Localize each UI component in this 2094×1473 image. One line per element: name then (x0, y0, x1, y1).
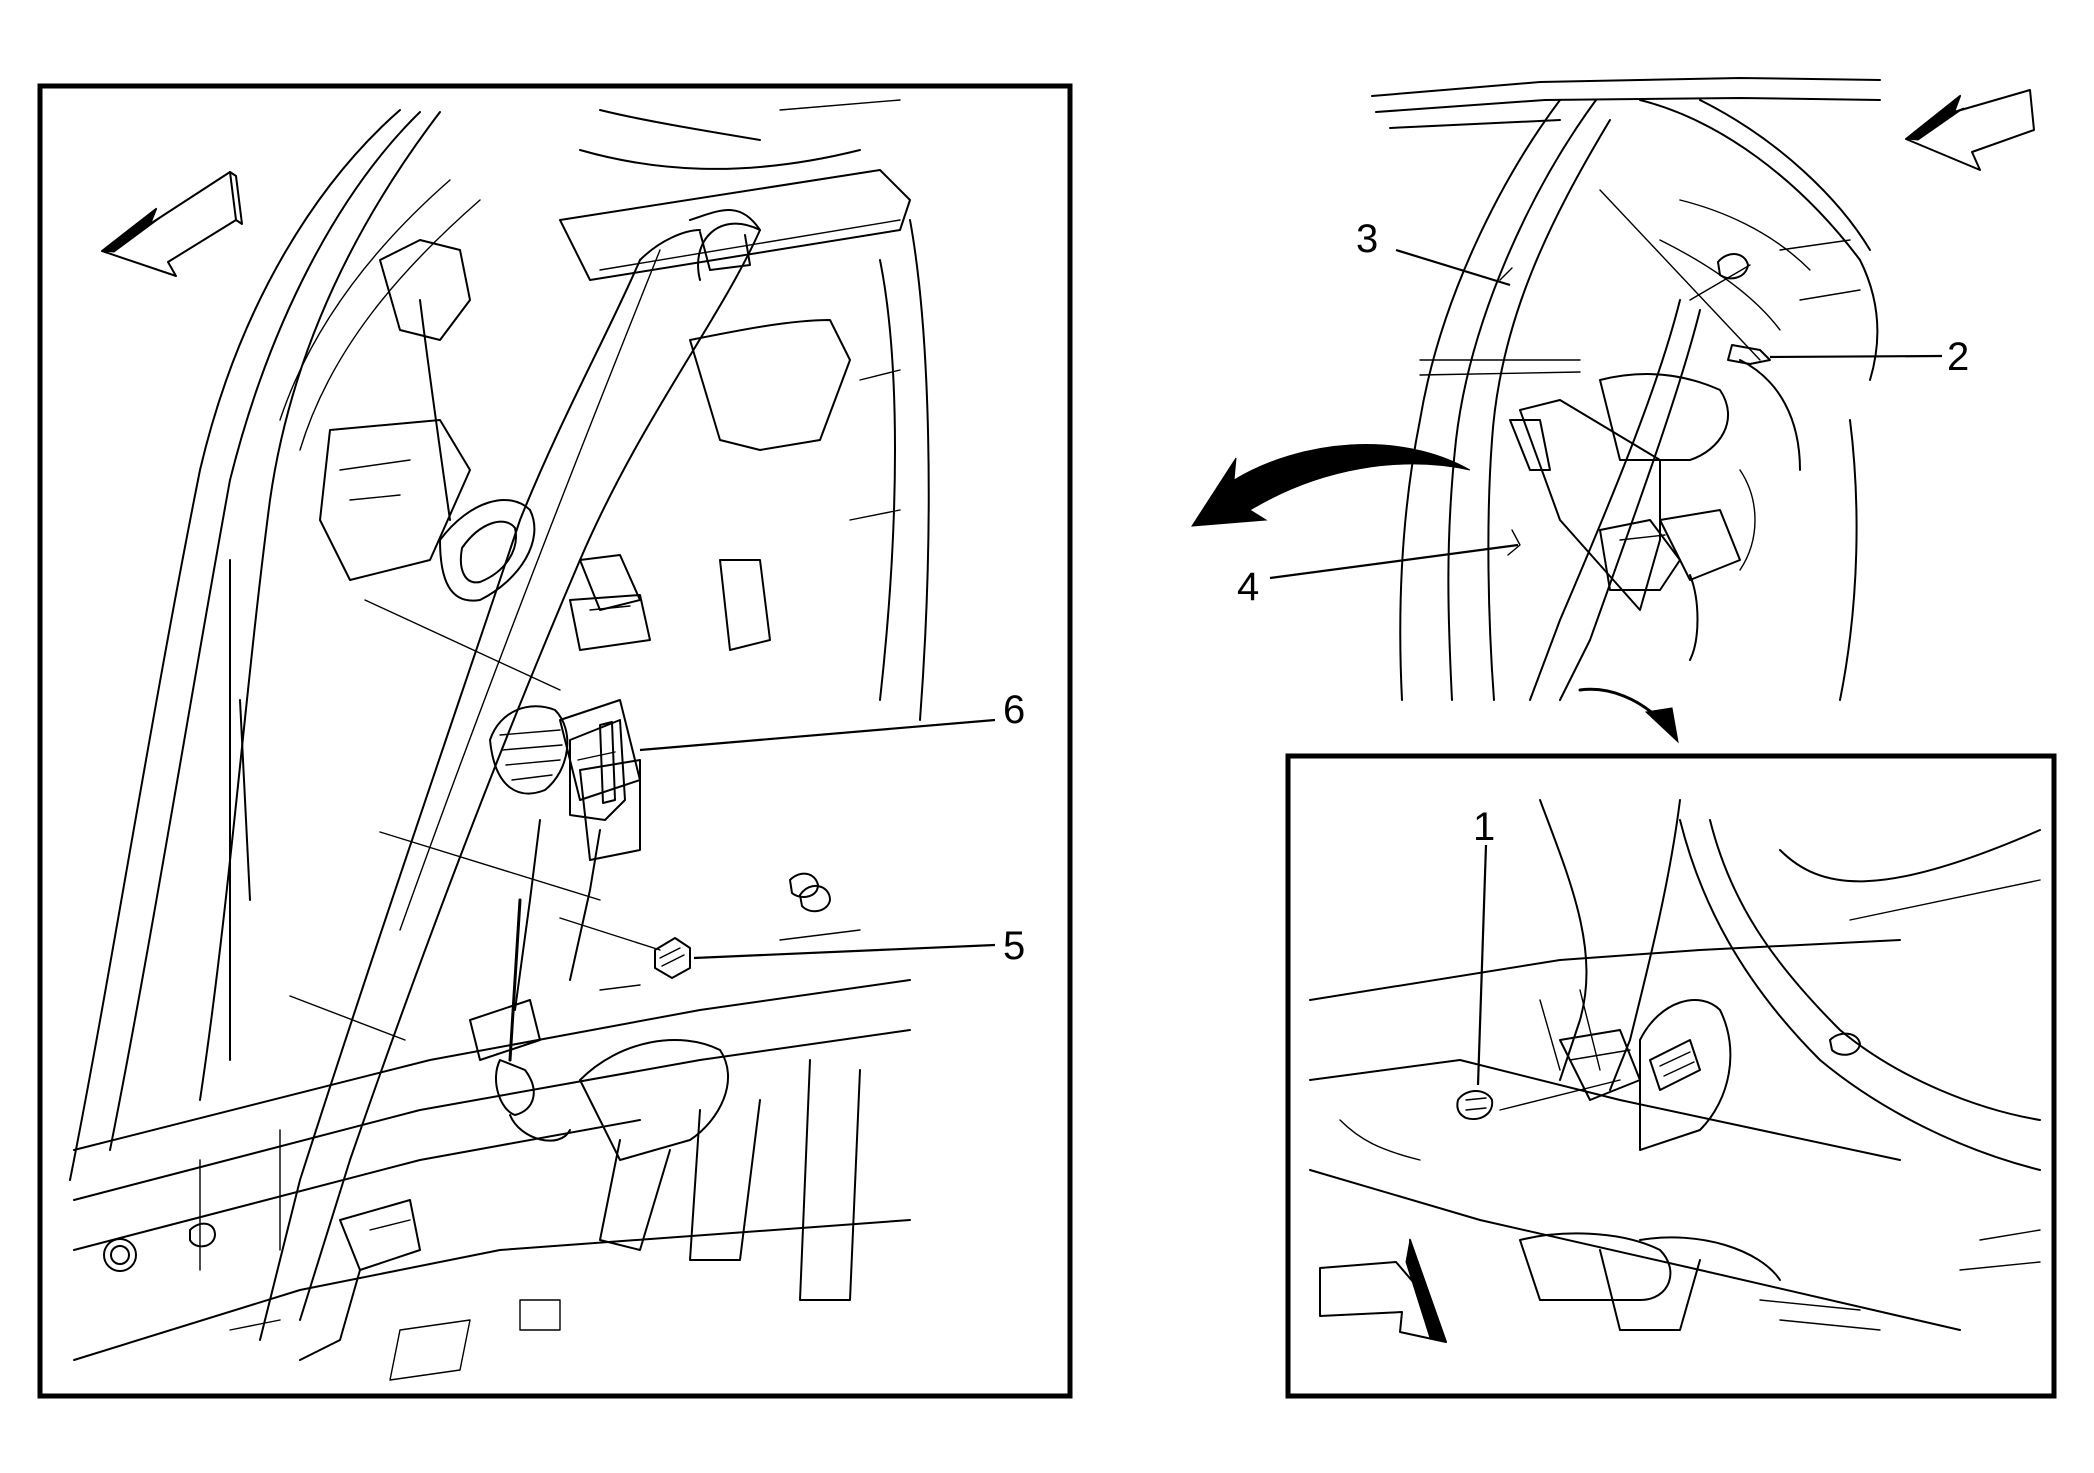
guide-bracket (569, 719, 626, 821)
lower-anchor (299, 1199, 421, 1361)
callout-5: 5 (693, 924, 1025, 968)
detail-panel: 1 (1285, 753, 2057, 1399)
callout-6-leader (639, 718, 996, 752)
callout-5-leader (693, 943, 996, 960)
callout-3-leader (1395, 248, 1511, 287)
callout-6: 6 (639, 688, 1025, 752)
d-ring-guide (569, 554, 651, 651)
inner-panel (319, 99, 930, 721)
anchor-bolt (289, 599, 831, 1041)
rotate-arrow-icon (1191, 444, 1471, 527)
callout-3: 3 (1356, 217, 1513, 287)
left-panel-frame (37, 83, 1073, 1399)
callout-4-leader (1269, 543, 1519, 580)
seat-belt-webbing (259, 209, 761, 1341)
callout-6-label: 6 (1003, 688, 1025, 732)
retractor (469, 699, 641, 1142)
upper-right-view: 2 3 4 (1191, 77, 2035, 744)
forward-arrow-icon (100, 171, 243, 277)
callout-4: 4 (1237, 529, 1521, 609)
floor-area (73, 872, 911, 1381)
left-panel: 6 5 (37, 83, 1073, 1399)
callout-1: 1 (1473, 805, 1495, 1086)
callout-1-label: 1 (1473, 805, 1495, 849)
callout-4-label: 4 (1237, 565, 1259, 609)
detail-arrow-icon (1578, 687, 1679, 744)
callout-1-leader (1476, 844, 1488, 1086)
callout-2-leader (1769, 354, 1943, 359)
callout-5-label: 5 (1003, 924, 1025, 968)
forward-arrow-icon-right (1904, 89, 2035, 171)
callout-2-label: 2 (1947, 335, 1969, 379)
b-pillar (69, 109, 481, 1181)
callout-2: 2 (1769, 335, 1969, 379)
callout-3-label: 3 (1356, 217, 1378, 261)
forward-arrow-icon-detail (1319, 1238, 1447, 1343)
